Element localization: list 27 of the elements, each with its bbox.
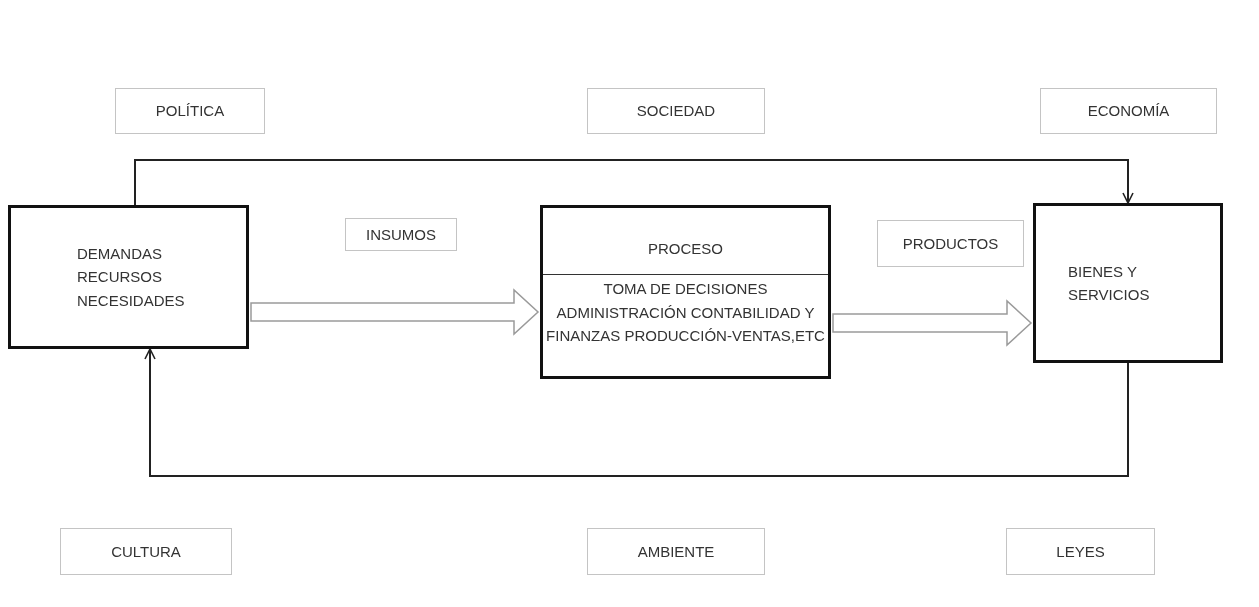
body-text: TOMA DE DECISIONES ADMINISTRACIÓN CONTABILIDAD Y FINANZAS PRODUCCIÓN-VENTAS,ETC bbox=[543, 274, 828, 347]
block-arrow bbox=[250, 288, 540, 336]
process-box bbox=[8, 205, 249, 349]
node-label: PRODUCTOS bbox=[902, 233, 999, 254]
label-box bbox=[60, 528, 232, 575]
label-box bbox=[345, 218, 457, 251]
node-label: ECONOMÍA bbox=[1087, 101, 1170, 122]
process-box bbox=[540, 205, 831, 379]
node-label: AMBIENTE bbox=[637, 541, 715, 562]
label-box bbox=[877, 220, 1024, 267]
node-label: INSUMOS bbox=[366, 224, 436, 245]
label-box bbox=[115, 88, 265, 134]
node-label: SOCIEDAD bbox=[636, 101, 716, 122]
node-label: BIENES Y SERVICIOS bbox=[1068, 261, 1151, 305]
label-box bbox=[1006, 528, 1155, 575]
block-arrow bbox=[832, 299, 1033, 347]
label-box bbox=[587, 88, 765, 134]
arrow bbox=[144, 348, 1129, 477]
label-box bbox=[587, 528, 765, 575]
node-label: PROCESO bbox=[648, 239, 723, 259]
arrow bbox=[134, 159, 1134, 206]
label-box bbox=[1040, 88, 1217, 134]
node-label: DEMANDAS RECURSOS NECESIDADES bbox=[77, 244, 185, 311]
node-label: LEYES bbox=[1056, 541, 1105, 562]
process-box bbox=[1033, 203, 1223, 363]
node-label: CULTURA bbox=[111, 541, 181, 562]
node-label: POLÍTICA bbox=[155, 101, 225, 122]
